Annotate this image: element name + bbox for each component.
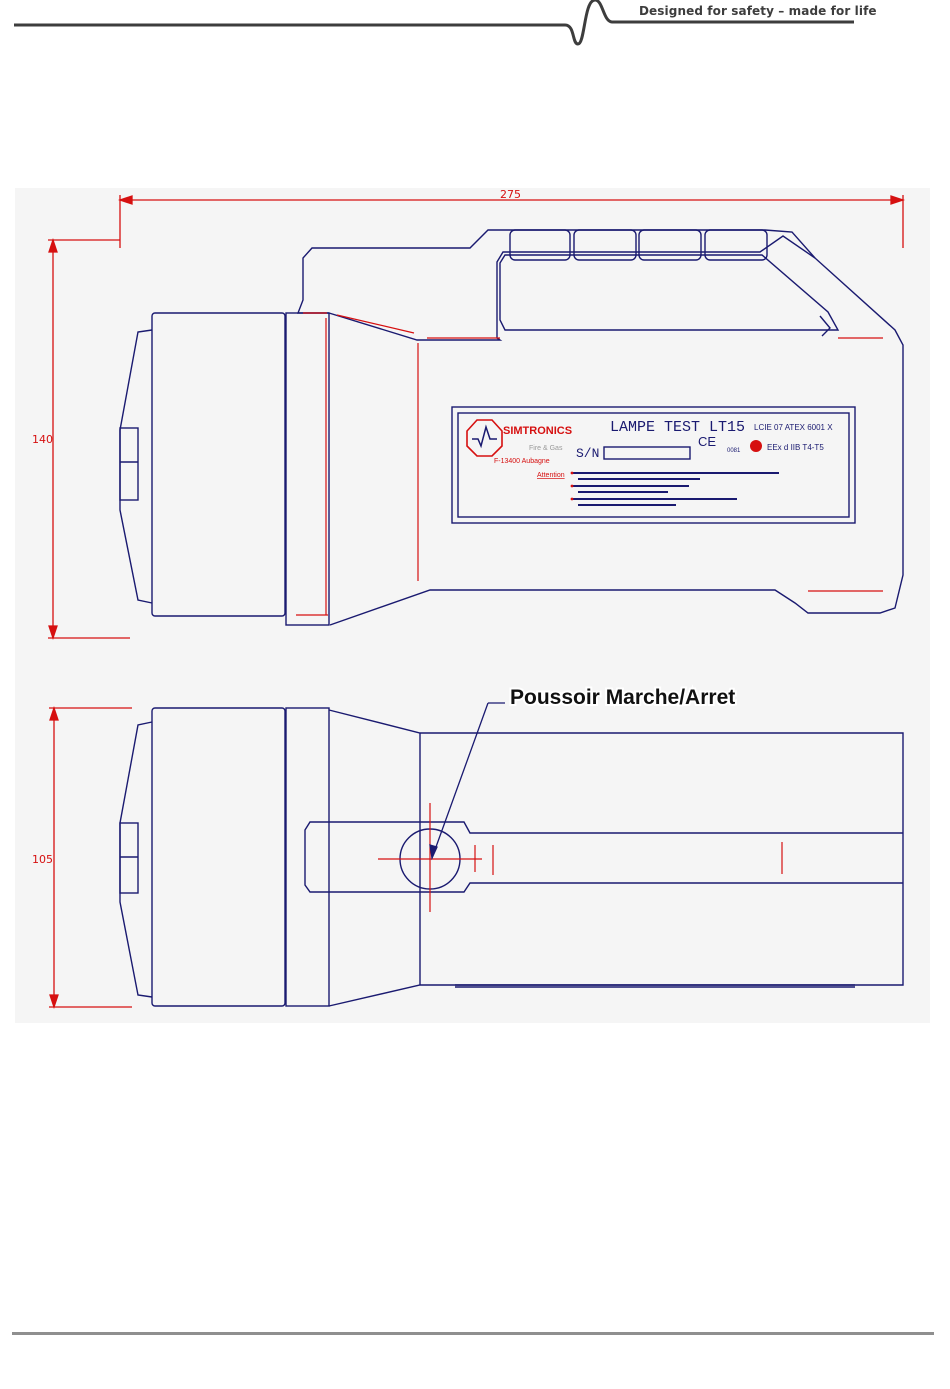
top-body-outline bbox=[329, 710, 903, 1006]
side-head-collar bbox=[286, 313, 329, 625]
top-head-block bbox=[152, 708, 285, 1006]
power-button-callout: Poussoir Marche/Arret bbox=[510, 686, 735, 709]
top-head-collar bbox=[286, 708, 329, 1006]
side-handle-grip bbox=[500, 255, 838, 330]
callout-leader bbox=[430, 703, 505, 858]
plate-ex-marking: EEx d IIB T4-T5 bbox=[767, 443, 824, 452]
plate-subtitle: Fire & Gas bbox=[529, 445, 563, 452]
plate-sn-label: S/N bbox=[576, 446, 599, 461]
plate-location: F-13400 Aubagne bbox=[494, 458, 550, 465]
flashlight-drawing: 275 140 105 SIMTRONICS Fire & Gas F-1340… bbox=[15, 188, 930, 1023]
plate-warning-lines bbox=[571, 472, 779, 506]
side-head-block bbox=[152, 313, 285, 616]
simtronics-logo bbox=[467, 420, 502, 456]
dimension-length-label: 275 bbox=[500, 188, 521, 201]
technical-drawing: 275 140 105 SIMTRONICS Fire & Gas F-1340… bbox=[15, 188, 930, 1023]
plate-brand: SIMTRONICS bbox=[503, 425, 572, 437]
dimension-side-height-label: 140 bbox=[32, 433, 53, 446]
side-handle-top bbox=[298, 230, 815, 313]
ex-mark-icon bbox=[750, 440, 762, 452]
plate-title: LAMPE TEST LT15 bbox=[610, 419, 745, 436]
sn-box bbox=[604, 447, 690, 459]
footer-rule bbox=[12, 1332, 934, 1335]
header-tagline: Designed for safety – made for life bbox=[639, 4, 877, 18]
plate-certificate: LCIE 07 ATEX 6001 X bbox=[754, 423, 833, 432]
dimension-lines bbox=[48, 195, 903, 1007]
top-lens-cap bbox=[120, 722, 152, 997]
dimension-top-height-label: 105 bbox=[32, 853, 53, 866]
plate-attention-label: Attention bbox=[537, 472, 565, 479]
top-handle-strap bbox=[305, 822, 903, 892]
side-lens-ring bbox=[120, 428, 138, 500]
side-lens-cap bbox=[120, 330, 152, 603]
ce-mark: CE bbox=[698, 434, 716, 449]
plate-ce-number: 0081 bbox=[727, 448, 741, 454]
top-view bbox=[120, 708, 903, 1006]
